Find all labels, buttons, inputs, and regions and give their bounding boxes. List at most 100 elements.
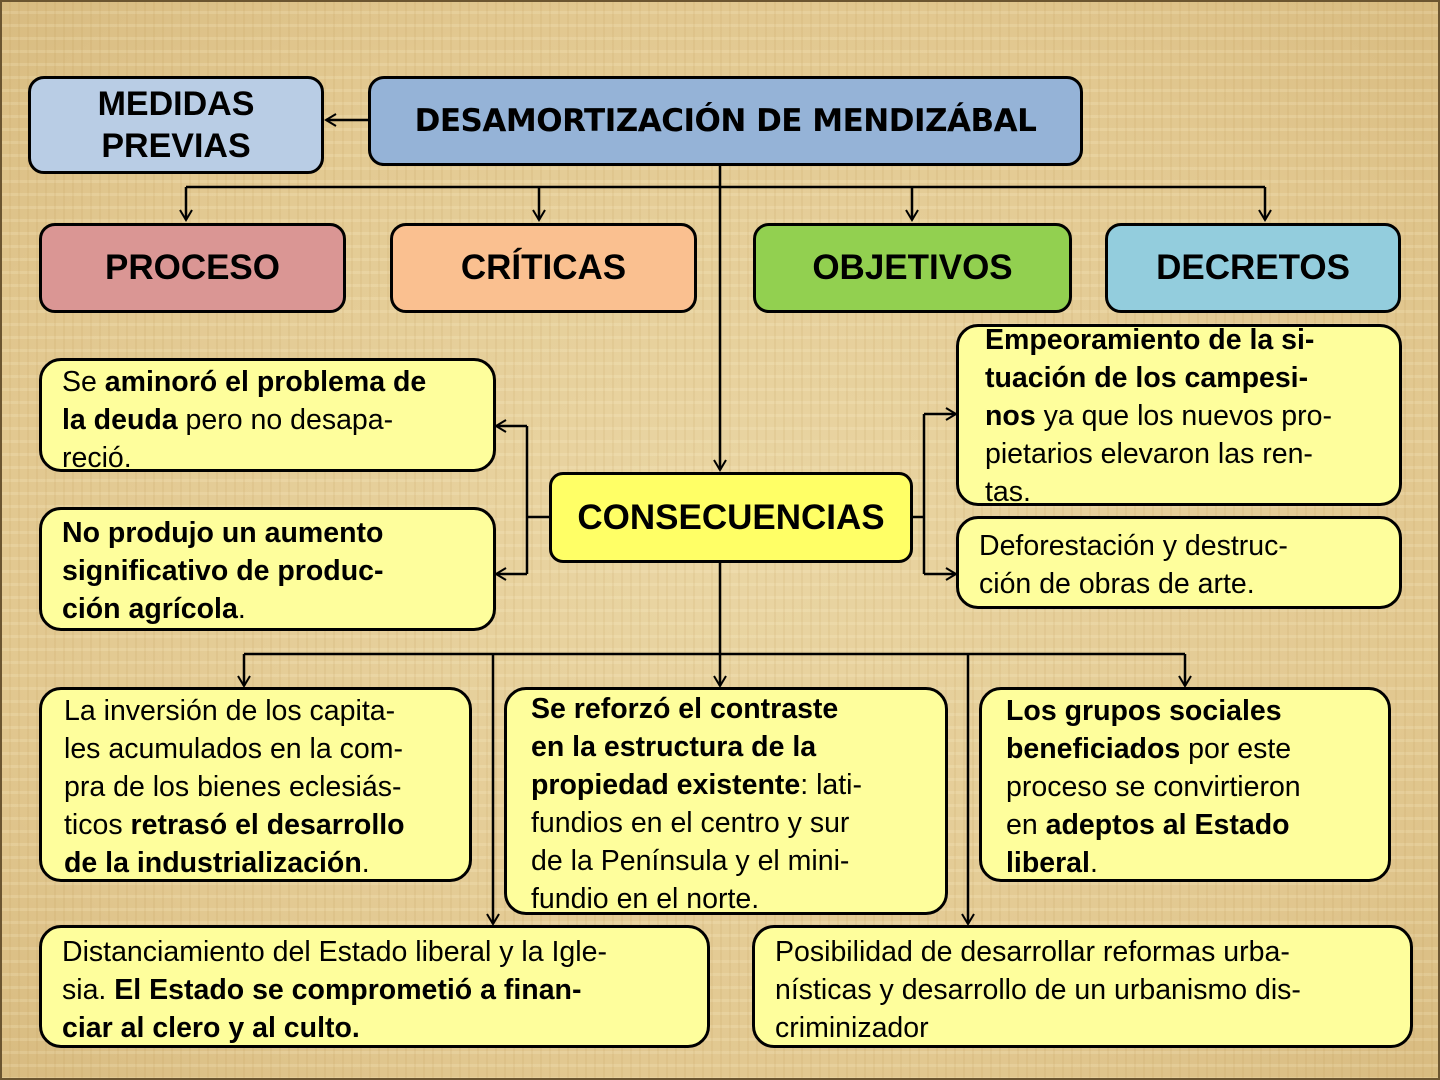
category-label: DECRETOS <box>1156 248 1350 287</box>
text-line: significativo de produc- <box>62 552 475 590</box>
text-segment: sia. <box>62 974 115 1006</box>
text-segment: ya que los nuevos pro- <box>1035 400 1332 432</box>
text-line: pra de los bienes eclesiás- <box>64 768 451 806</box>
consequence-peasants: Empeoramiento de la si-tuación de los ca… <box>956 324 1402 506</box>
text-line: liberal. <box>1006 844 1370 879</box>
text-line: tas. <box>985 473 1381 506</box>
medidas-previas-box: MEDIDAS PREVIAS <box>28 76 324 174</box>
text-segment: Distanciamiento del Estado liberal y la … <box>62 936 607 968</box>
bold-text: aminoró el problema de <box>104 366 427 398</box>
text-segment: ticos <box>64 809 131 841</box>
bold-text: ciar al clero y al culto. <box>62 1012 360 1044</box>
title-box: DESAMORTIZACIÓN DE MENDIZÁBAL <box>368 76 1083 166</box>
bold-text: tuación de los campesi- <box>985 362 1309 394</box>
text-segment: por este <box>1180 733 1292 765</box>
text-segment: . <box>1089 847 1098 879</box>
text-segment: criminizador <box>775 1012 929 1044</box>
text-segment: Posibilidad de desarrollar reformas urba… <box>775 936 1290 968</box>
bold-text: El Estado se comprometió a finan- <box>114 974 582 1006</box>
text-line: La inversión de los capita- <box>64 692 451 730</box>
text-line: de la industrialización. <box>64 844 451 879</box>
title-text: DESAMORTIZACIÓN DE MENDIZÁBAL <box>414 103 1037 139</box>
text-segment: reció. <box>62 442 132 472</box>
category-label: CRÍTICAS <box>460 248 627 287</box>
consecuencias-box: CONSECUENCIAS <box>549 472 913 563</box>
text-line: pietarios elevaron las ren- <box>985 435 1381 473</box>
category-label: PROCESO <box>104 248 281 287</box>
text-segment: ción de obras de arte. <box>979 568 1255 600</box>
bold-text: retrasó el desarrollo <box>130 809 405 841</box>
text-line: en la estructura de la <box>531 728 927 766</box>
consequence-industrialization: La inversión de los capita-les acumulado… <box>39 687 472 882</box>
text-segment: . <box>361 847 370 879</box>
text-segment: Deforestación y destruc- <box>979 530 1288 562</box>
text-segment: nísticas y desarrollo de un urbanismo di… <box>775 974 1301 1006</box>
text-segment: pero no desapa- <box>177 404 394 436</box>
text-line: Los grupos sociales <box>1006 692 1370 730</box>
bold-text: Los grupos sociales <box>1006 695 1282 727</box>
text-segment: pra de los bienes eclesiás- <box>64 771 402 803</box>
category-label: OBJETIVOS <box>812 248 1013 287</box>
text-line: reció. <box>62 439 475 472</box>
text-line: ción de obras de arte. <box>979 565 1381 603</box>
consequence-urbanism: Posibilidad de desarrollar reformas urba… <box>752 925 1413 1048</box>
text-line: nísticas y desarrollo de un urbanismo di… <box>775 971 1392 1009</box>
bold-text: beneficiados <box>1006 733 1181 765</box>
text-segment: fundio en el norte. <box>531 883 760 915</box>
text-line: la deuda pero no desapa- <box>62 401 475 439</box>
text-line: tuación de los campesi- <box>985 359 1381 397</box>
text-line: Se reforzó el contraste <box>531 690 927 728</box>
consecuencias-label: CONSECUENCIAS <box>577 497 885 537</box>
category-decretos: DECRETOS <box>1105 223 1401 313</box>
text-segment: en <box>1006 809 1046 841</box>
medidas-previas-line1: MEDIDAS <box>97 85 255 123</box>
text-segment: tas. <box>985 476 1031 506</box>
text-line: nos ya que los nuevos pro- <box>985 397 1381 435</box>
bold-text: adeptos al Estado <box>1045 809 1290 841</box>
text-line: proceso se convirtieron <box>1006 768 1370 806</box>
text-segment: : lati- <box>800 769 862 801</box>
text-line: les acumulados en la com- <box>64 730 451 768</box>
text-line: de la Península y el mini- <box>531 842 927 880</box>
bold-text: ción agrícola <box>62 593 238 625</box>
text-segment: La inversión de los capita- <box>64 695 396 727</box>
text-line: ción agrícola. <box>62 590 475 628</box>
text-line: Deforestación y destruc- <box>979 527 1381 565</box>
text-line: beneficiados por este <box>1006 730 1370 768</box>
category-criticas: CRÍTICAS <box>390 223 697 313</box>
bold-text: Empeoramiento de la si- <box>985 324 1315 356</box>
text-line: sia. El Estado se comprometió a finan- <box>62 971 689 1009</box>
text-segment: . <box>237 593 246 625</box>
bold-text: nos <box>985 400 1036 432</box>
text-line: Empeoramiento de la si- <box>985 324 1381 359</box>
text-segment: de la Península y el mini- <box>531 845 850 877</box>
text-segment: les acumulados en la com- <box>64 733 403 765</box>
text-line: en adeptos al Estado <box>1006 806 1370 844</box>
text-segment: Se <box>62 366 105 398</box>
category-objetivos: OBJETIVOS <box>753 223 1072 313</box>
text-line: propiedad existente: lati- <box>531 766 927 804</box>
bold-text: de la industrialización <box>64 847 362 879</box>
text-line: fundios en el centro y sur <box>531 804 927 842</box>
consequence-deforestation: Deforestación y destruc-ción de obras de… <box>956 516 1402 609</box>
text-line: ciar al clero y al culto. <box>62 1009 689 1045</box>
text-line: Se aminoró el problema de <box>62 363 475 401</box>
text-line: ticos retrasó el desarrollo <box>64 806 451 844</box>
text-line: criminizador <box>775 1009 1392 1045</box>
text-line: No produjo un aumento <box>62 514 475 552</box>
medidas-previas-line2: PREVIAS <box>101 127 251 165</box>
text-line: Posibilidad de desarrollar reformas urba… <box>775 933 1392 971</box>
consequence-property-contrast: Se reforzó el contraste en la estructura … <box>504 687 948 915</box>
consequence-church: Distanciamiento del Estado liberal y la … <box>39 925 710 1048</box>
bold-text: la deuda <box>62 404 178 436</box>
category-proceso: PROCESO <box>39 223 346 313</box>
bold-text: liberal <box>1006 847 1090 879</box>
bold-text: propiedad existente <box>531 769 801 801</box>
bold-text: Se reforzó el contraste <box>531 693 839 725</box>
text-line: Distanciamiento del Estado liberal y la … <box>62 933 689 971</box>
bold-text: en la estructura de la <box>531 731 817 763</box>
